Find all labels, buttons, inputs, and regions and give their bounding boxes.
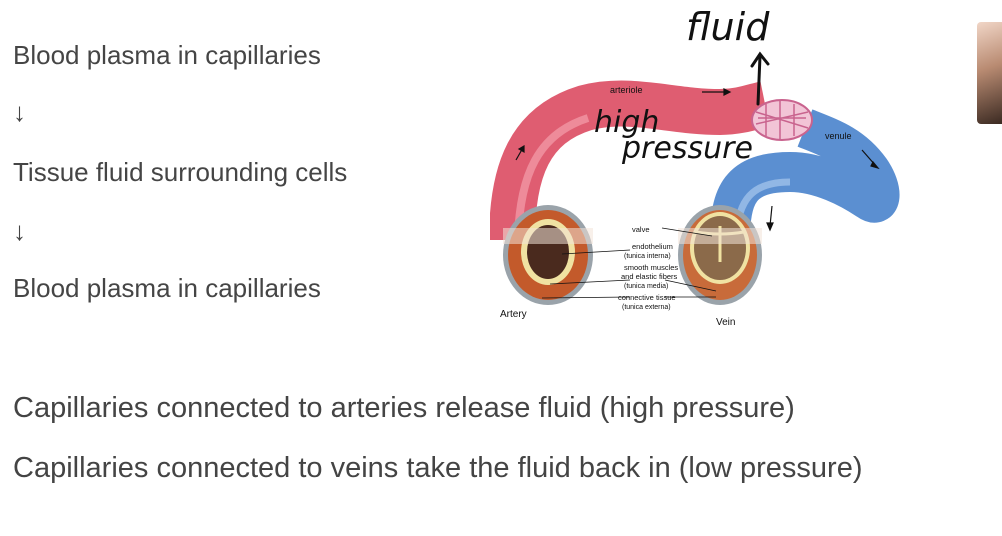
vein-cross-section: [678, 205, 762, 305]
label-elastic-fibers: and elastic fibers: [621, 272, 678, 281]
vein-vessel: [710, 109, 900, 241]
label-connective-tissue: connective tissue: [618, 293, 676, 302]
label-artery: Artery: [500, 309, 527, 320]
label-smooth-muscles: smooth muscles: [624, 263, 678, 272]
label-vein: Vein: [716, 317, 735, 328]
flow-step-plasma: Blood plasma in capillaries: [13, 40, 321, 70]
flow-arrows: [515, 88, 880, 232]
webcam-thumbnail: [977, 22, 1002, 124]
statement-arteries: Capillaries connected to arteries releas…: [13, 392, 795, 424]
label-endothelium: endothelium: [632, 242, 673, 251]
statement-veins: Capillaries connected to veins take the …: [13, 452, 863, 484]
annotation-high: high: [594, 105, 659, 140]
capillary-bed: [751, 99, 813, 141]
flow-step-tissue-fluid: Tissue fluid surrounding cells: [13, 157, 348, 187]
label-tunica-externa: (tunica externa): [622, 304, 671, 311]
label-tunica-interna: (tunica interna): [624, 253, 671, 260]
fluid-up-arrow-icon: [750, 51, 770, 106]
artery-vessel: [490, 80, 771, 241]
down-arrow-icon: ↓: [13, 216, 26, 246]
label-venule: venule: [825, 131, 852, 141]
vessel-diagram: arteriole venule valve endothelium (tuni…: [490, 5, 900, 328]
label-valve: valve: [632, 225, 650, 234]
label-tunica-media: (tunica media): [624, 283, 668, 290]
annotation-fluid: fluid: [686, 5, 770, 49]
annotation-pressure: pressure: [621, 131, 753, 166]
flow-step-plasma-return: Blood plasma in capillaries: [13, 273, 321, 303]
artery-cross-section: [503, 205, 593, 305]
label-arteriole: arteriole: [610, 85, 643, 95]
down-arrow-icon: ↓: [13, 97, 26, 127]
